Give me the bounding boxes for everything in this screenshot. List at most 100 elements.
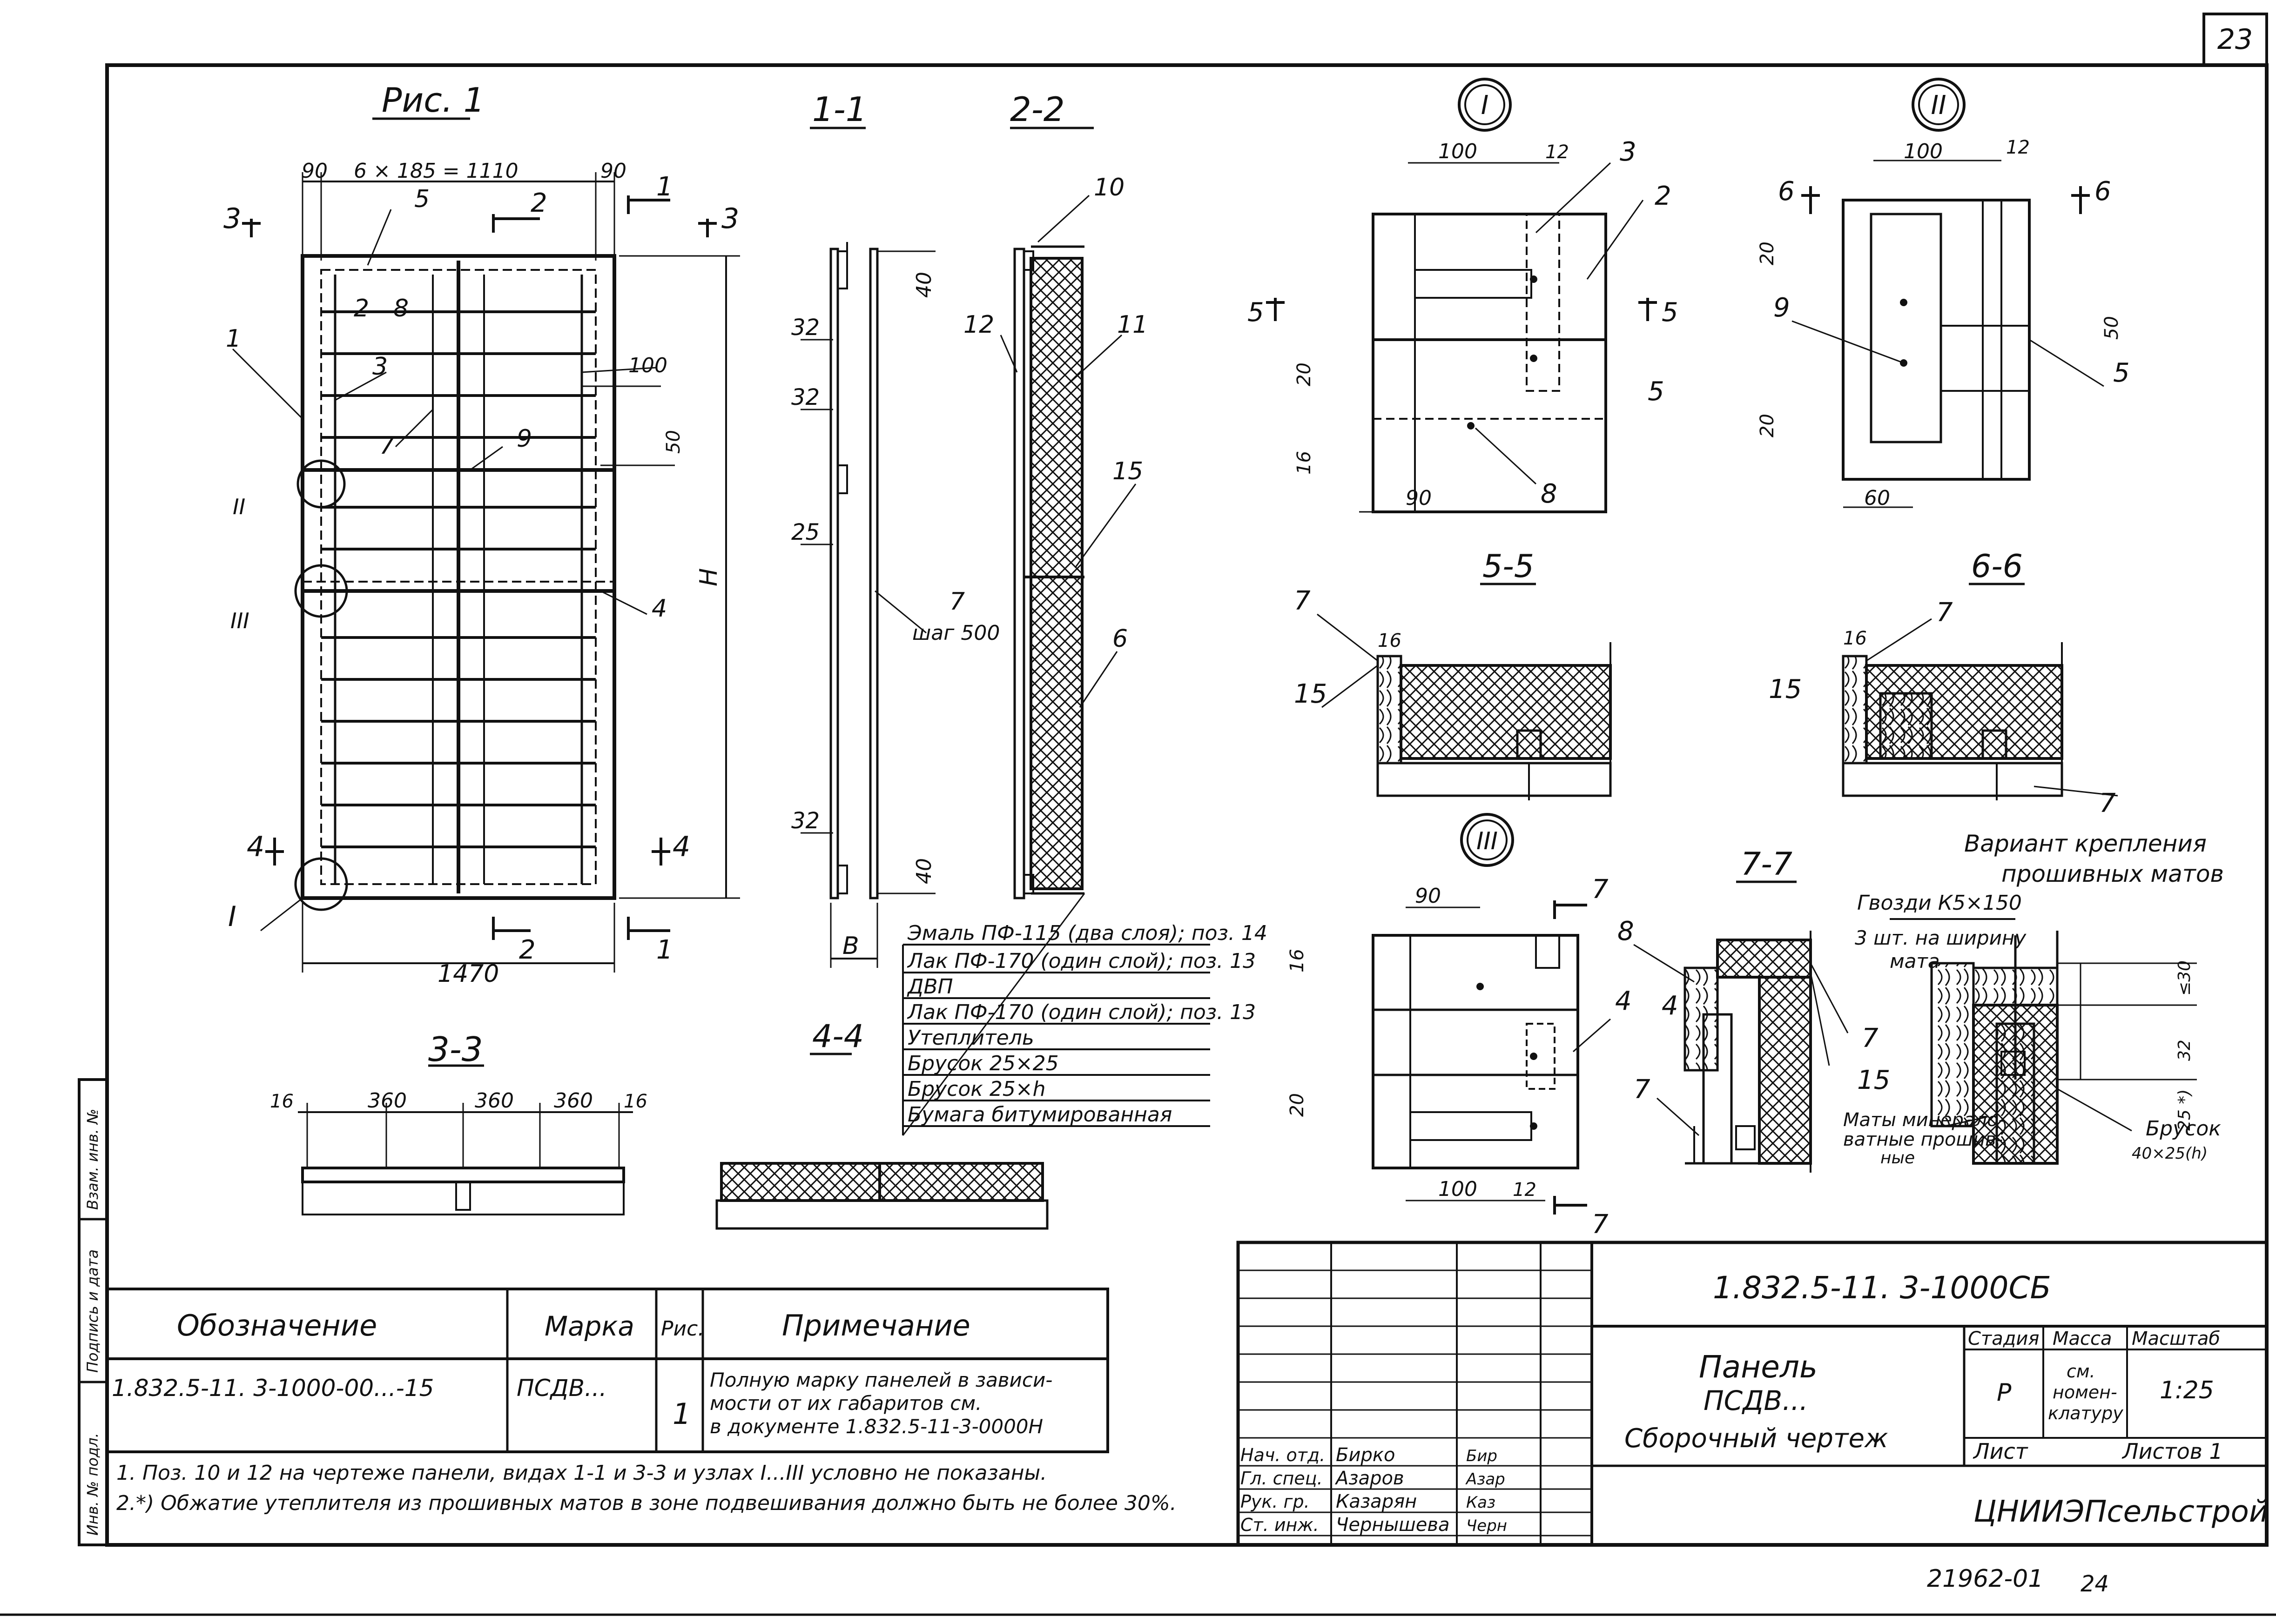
spec-row-note-2: мости от их габаритов см. [710,1392,982,1415]
fig1-pos-7: 7 [379,432,395,460]
variant-mats-3: ные [1880,1148,1915,1168]
node-I-dim-20: 20 [1293,362,1315,386]
layer-5: Утеплитель [908,1026,1034,1050]
node-I-dim-12: 12 [1545,141,1569,163]
tb-mass-label: Масса [2053,1328,2112,1349]
tb-role-3: Рук. гр. [1240,1491,1310,1512]
spec-header-note: Примечание [782,1309,970,1342]
s11-dim-1: 32 [791,315,820,341]
node-II-dim-20b: 20 [1757,414,1778,437]
s22-pos-10: 10 [1094,174,1125,201]
variant-dim-25: 25 *) [2175,1089,2194,1131]
figure1-panel: Рис. 1 [232,81,740,973]
node-I [1266,78,1657,513]
node-III-pos-4: 4 [1615,986,1632,1016]
s66-pos-7b: 7 [2099,788,2116,819]
tb-name-person-3: Казарян [1336,1491,1417,1512]
s66-pos-7a: 7 [1936,597,1953,628]
section-4-4 [715,1053,1049,1230]
fig1-sec4-right: 4 [673,831,690,863]
variant-title-1: Вариант крепления [1964,830,2207,857]
s22-pos-15: 15 [1112,457,1143,485]
footer-number: 21962-01 [1927,1565,2043,1593]
tb-sheets-label: Листов 1 [2121,1439,2223,1464]
node-I-pos-5c: 5 [1648,376,1664,407]
node-II-label: II [1931,90,1946,121]
s77-pos-15: 15 [1857,1065,1890,1095]
fig1-node-III: III [230,608,249,633]
fig1-sec2-top: 2 [531,188,547,218]
figure1-title: Рис. 1 [382,81,485,120]
s11-dim-B: B [842,932,859,960]
node-I-pos-3: 3 [1620,137,1636,167]
variant-mats-1: Маты минерало- [1843,1109,2005,1131]
tb-mass-1: см. [2067,1361,2095,1382]
section-6-6-title: 6-6 [1971,548,2023,585]
section-5-5 [1317,583,1612,800]
layer-3: ДВП [907,975,953,999]
fig1-pos-8: 8 [393,295,409,322]
tb-name-3: Сборочный чертеж [1624,1423,1888,1454]
s77-pos-4: 4 [1662,991,1678,1021]
layer-1: Эмаль ПФ-115 (два слоя); поз. 14 [907,921,1267,945]
title-block [1236,1241,2269,1547]
fig1-dim-right90: 90 [600,159,626,183]
node-III-pos-7b: 7 [1592,1209,1609,1240]
layer-legend [902,944,1210,1135]
s66-pos-15: 15 [1769,674,1802,705]
tb-sign-3: Каз [1466,1493,1495,1512]
node-II-pos-5: 5 [2113,358,2130,388]
spec-header-mark: Марка [545,1310,634,1342]
node-I-dim-100: 100 [1438,140,1477,163]
node-III-dim-90: 90 [1415,884,1441,908]
tb-scale: 1:25 [2160,1376,2214,1404]
fig1-pos-2: 2 [354,295,369,322]
s55-dim-16: 16 [1378,630,1401,651]
tb-name-1: Панель [1699,1349,1818,1385]
variant-nail-1: Гвозди К5×150 [1857,891,2022,915]
s11-dim-3: 25 [791,519,820,545]
node-III-dim-16: 16 [1286,949,1308,973]
variant-nail-2: 3 шт. на ширину [1855,926,2027,949]
s11-pos-7: 7 [949,588,965,616]
s77-pos-7b: 7 [1634,1074,1650,1105]
margin-label-sign: Подпись и дата [84,1249,101,1373]
fig1-pos-4: 4 [652,595,667,623]
s22-pos-6: 6 [1112,625,1128,653]
tb-sheet-label: Лист [1973,1439,2028,1464]
section-4-4-title: 4-4 [812,1018,864,1055]
tb-code: 1.832.5-11. 3-1000СБ [1713,1270,2051,1306]
fig1-pos-5: 5 [414,185,430,213]
s33-dim-3: 360 [475,1089,514,1113]
s11-dim-2: 32 [791,384,820,410]
node-I-pos-8: 8 [1541,479,1557,509]
node-I-pos-2: 2 [1655,181,1671,211]
tb-mass-3: клатуру [2048,1403,2123,1423]
s33-dim-5: 16 [624,1091,647,1112]
spec-header-designation: Обозначение [177,1309,377,1342]
variant-dim-32: 32 [2175,1040,2194,1061]
fig1-sec3-left: 3 [223,202,241,235]
s11-step: шаг 500 [912,621,1000,645]
spec-row-mark: ПСДВ... [517,1375,607,1402]
s77-pos-8: 8 [1617,916,1634,946]
node-I-dim-90: 90 [1406,486,1432,510]
s33-dim-1: 16 [270,1091,294,1112]
fig1-sec1-bottom: 1 [656,935,673,965]
fig1-sec1-top: 1 [656,172,673,202]
layer-2: Лак ПФ-170 (один слой); поз. 13 [907,949,1256,973]
section-3-3-title: 3-3 [428,1030,483,1069]
section-6-6 [1842,583,2118,800]
node-II-dim-20a: 20 [1757,242,1778,265]
layer-6: Брусок 25×25 [908,1052,1059,1075]
node-III-dim-100: 100 [1438,1177,1477,1201]
s66-dim-16: 16 [1843,628,1867,649]
section-3-3 [298,1064,633,1215]
section-2-2-title: 2-2 [1010,90,1065,129]
s11-dim-5: 40 [912,272,936,298]
spec-table [106,1288,1109,1453]
s55-pos-7: 7 [1294,586,1311,616]
fig1-sec3-right: 3 [721,202,739,235]
tb-role-1: Нач. отд. [1240,1445,1325,1465]
